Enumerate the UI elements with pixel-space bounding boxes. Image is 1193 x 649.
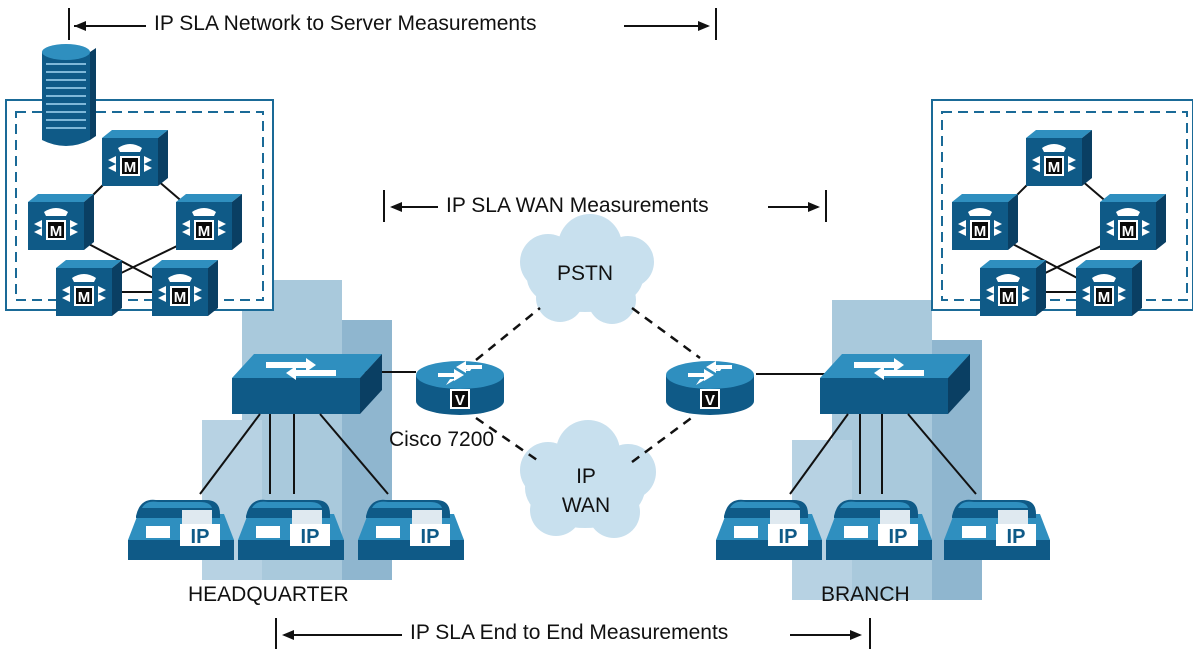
ip-phone-icon: [128, 499, 234, 560]
router-model-label: Cisco 7200: [389, 428, 495, 451]
branch-switch-icon: [820, 354, 970, 414]
hq-switch-icon: [232, 354, 382, 414]
call-manager-icon: [1100, 194, 1166, 250]
wan-measurement-label: IP SLA WAN Measurements: [446, 194, 709, 217]
end-to-end-label: IP SLA End to End Measurements: [410, 621, 729, 644]
wan-measurement: [383, 190, 827, 222]
ip-phone-icon: [358, 499, 464, 560]
call-manager-icon: [152, 260, 218, 316]
arrow-left-icon: [282, 630, 294, 640]
arrow-right-icon: [808, 202, 820, 212]
hq-cluster: [5, 44, 274, 316]
pstn-label: PSTN: [556, 262, 614, 285]
call-manager-icon: [28, 194, 94, 250]
ip-wan-cloud: [520, 420, 656, 538]
call-manager-icon: [1026, 130, 1092, 186]
call-manager-icon: [1076, 260, 1142, 316]
server-icon: [42, 44, 96, 146]
hq-router-icon: [416, 361, 504, 415]
pstn-cloud: [520, 214, 654, 324]
call-manager-icon: [176, 194, 242, 250]
network-to-server-label: IP SLA Network to Server Measurements: [154, 12, 537, 35]
arrow-left-icon: [390, 202, 402, 212]
call-manager-icon: [980, 260, 1046, 316]
end-to-end-measurement: [275, 618, 871, 649]
branch-router-icon: [666, 361, 754, 415]
ip-phone-icon: [826, 499, 932, 560]
ip-phone-icon: [944, 499, 1050, 560]
ip-wan-label-line1: IP: [576, 465, 596, 488]
call-manager-icon: [102, 130, 168, 186]
arrow-right-icon: [698, 21, 710, 31]
branch-label: BRANCH: [821, 583, 910, 606]
wan-links: [475, 306, 701, 464]
call-manager-icon: [56, 260, 122, 316]
ip-wan-label-line2: WAN: [561, 494, 611, 517]
arrow-left-icon: [74, 21, 86, 31]
network-to-server-measurement: [68, 8, 717, 40]
ip-phone-icon: [716, 499, 822, 560]
arrow-right-icon: [850, 630, 862, 640]
headquarter-label: HEADQUARTER: [188, 583, 349, 606]
branch-cluster: [931, 99, 1193, 316]
call-manager-icon: [952, 194, 1018, 250]
ip-phone-icon: [238, 499, 344, 560]
